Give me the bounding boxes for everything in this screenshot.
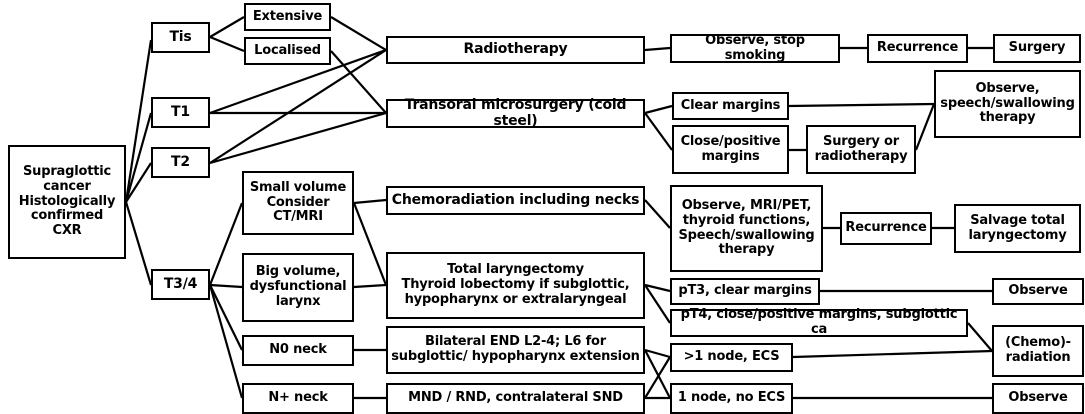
flow-edge-surgradio-to-obsspeech bbox=[914, 103, 936, 151]
flow-edge-root-to-t2 bbox=[125, 162, 152, 203]
node-t2[interactable]: T2 bbox=[151, 147, 210, 178]
node-clearmargins[interactable]: Clear margins bbox=[672, 92, 789, 120]
node-n0neck[interactable]: N0 neck bbox=[242, 335, 354, 366]
node-t1[interactable]: T1 bbox=[151, 97, 210, 128]
node-label-t2: T2 bbox=[171, 153, 190, 170]
node-surgery[interactable]: Surgery bbox=[993, 34, 1081, 63]
node-pt3[interactable]: pT3, clear margins bbox=[670, 278, 820, 305]
flow-edge-smallvol-to-chemorad bbox=[353, 198, 387, 205]
node-recurrence2[interactable]: Recurrence bbox=[840, 212, 932, 245]
node-label-tis: Tis bbox=[169, 28, 192, 45]
flow-edge-totallary-to-pt3 bbox=[644, 283, 671, 293]
node-tms[interactable]: Transoral microsurgery (cold steel) bbox=[386, 96, 645, 129]
node-observe1[interactable]: Observe bbox=[992, 278, 1084, 305]
node-label-n0neck: N0 neck bbox=[269, 342, 327, 358]
flow-edge-bigvol-to-totallary bbox=[353, 283, 387, 289]
node-tis[interactable]: Tis bbox=[151, 22, 210, 53]
node-extensive[interactable]: Extensive bbox=[244, 3, 331, 31]
node-label-observesmoke: Observe, stop smoking bbox=[705, 32, 805, 63]
node-label-mndrnd: MND / RND, contralateral SND bbox=[408, 390, 623, 406]
node-label-tms: Transoral microsurgery (cold steel) bbox=[404, 96, 627, 129]
node-node1ecs[interactable]: >1 node, ECS bbox=[670, 343, 793, 372]
flow-edge-localised-to-tms bbox=[330, 50, 387, 114]
flow-edge-smallvol-to-totallary bbox=[352, 202, 388, 286]
flow-edge-tms-to-closemargins bbox=[644, 112, 673, 151]
node-label-observe1: Observe bbox=[1008, 283, 1068, 299]
node-observe2[interactable]: Observe bbox=[992, 383, 1084, 414]
flow-edge-root-to-tis bbox=[124, 39, 153, 203]
node-recurrence1[interactable]: Recurrence bbox=[867, 34, 968, 63]
node-npneck[interactable]: N+ neck bbox=[242, 383, 354, 414]
flow-edge-clearmargins-to-obsspeech bbox=[788, 102, 935, 108]
flow-edge-t34-to-n0neck bbox=[209, 284, 243, 351]
flow-edge-t2-to-tms bbox=[209, 111, 387, 165]
node-label-observe2: Observe bbox=[1008, 390, 1068, 406]
node-node1noecs[interactable]: 1 node, no ECS bbox=[670, 383, 793, 414]
node-label-localised: Localised bbox=[254, 42, 321, 58]
node-radiotherapy[interactable]: Radiotherapy bbox=[386, 36, 645, 64]
node-t34[interactable]: T3/4 bbox=[151, 269, 210, 300]
flow-edge-t34-to-npneck bbox=[208, 284, 244, 399]
flow-edge-radiotherapy-to-observesmoke bbox=[644, 46, 671, 52]
flow-edge-t2-to-radiotherapy bbox=[209, 49, 387, 164]
node-label-node1noecs: 1 node, no ECS bbox=[677, 390, 786, 406]
node-pt4[interactable]: pT4, close/positive margins, subglottic … bbox=[670, 307, 968, 337]
node-label-recurrence2: Recurrence bbox=[845, 220, 927, 236]
flow-edge-tms-to-clearmargins bbox=[644, 104, 673, 115]
flow-edge-t34-to-bigvol bbox=[209, 283, 243, 289]
node-observesmoke[interactable]: Observe, stop smoking bbox=[670, 32, 840, 63]
flow-edge-totallary-to-pt4 bbox=[644, 284, 671, 324]
flow-edge-chemorad-to-obsmri bbox=[644, 199, 671, 229]
node-label-pt3: pT3, clear margins bbox=[678, 283, 812, 299]
node-chemorad[interactable]: Chemoradiation including necks bbox=[386, 186, 645, 215]
node-label-npneck: N+ neck bbox=[268, 390, 328, 406]
flow-edge-t34-to-smallvol bbox=[208, 202, 244, 286]
flow-edge-root-to-t1 bbox=[124, 112, 153, 203]
flow-edge-extensive-to-radiotherapy bbox=[330, 16, 387, 51]
node-label-chemorad: Chemoradiation including necks bbox=[391, 191, 640, 208]
node-localised[interactable]: Localised bbox=[244, 37, 331, 65]
node-label-clearmargins: Clear margins bbox=[680, 97, 781, 113]
node-label-extensive: Extensive bbox=[252, 8, 323, 24]
flow-edge-mndrnd-to-node1ecs bbox=[644, 356, 671, 399]
node-label-obsmri: Observe, MRI/PET,thyroid functions,Speec… bbox=[678, 198, 815, 258]
node-chemoradbox[interactable]: (Chemo)-radiation bbox=[992, 325, 1084, 377]
flow-edge-tis-to-localised bbox=[209, 35, 245, 53]
node-label-recurrence1: Recurrence bbox=[876, 40, 959, 56]
flow-edge-pt4-to-chemoradbox bbox=[967, 322, 993, 352]
node-obsmri[interactable]: Observe, MRI/PET,thyroid functions,Speec… bbox=[670, 185, 823, 272]
flow-edge-tis-to-extensive bbox=[209, 16, 245, 38]
node-label-surgery: Surgery bbox=[1008, 40, 1066, 56]
flow-edge-bilateral-to-node1ecs bbox=[644, 348, 671, 359]
flow-edge-root-to-t34 bbox=[124, 201, 153, 286]
node-label-pt4: pT4, close/positive margins, subglottic … bbox=[680, 307, 958, 337]
node-mndrnd[interactable]: MND / RND, contralateral SND bbox=[386, 383, 645, 414]
flow-edge-bilateral-to-node1noecs bbox=[644, 349, 671, 399]
flow-edge-node1ecs-to-chemoradbox bbox=[792, 349, 993, 359]
node-label-node1ecs: >1 node, ECS bbox=[683, 349, 780, 365]
node-label-chemoradbox: (Chemo)-radiation bbox=[1005, 335, 1071, 365]
node-label-t1: T1 bbox=[171, 103, 190, 120]
node-label-radiotherapy: Radiotherapy bbox=[463, 41, 568, 58]
node-label-t34: T3/4 bbox=[163, 275, 198, 292]
